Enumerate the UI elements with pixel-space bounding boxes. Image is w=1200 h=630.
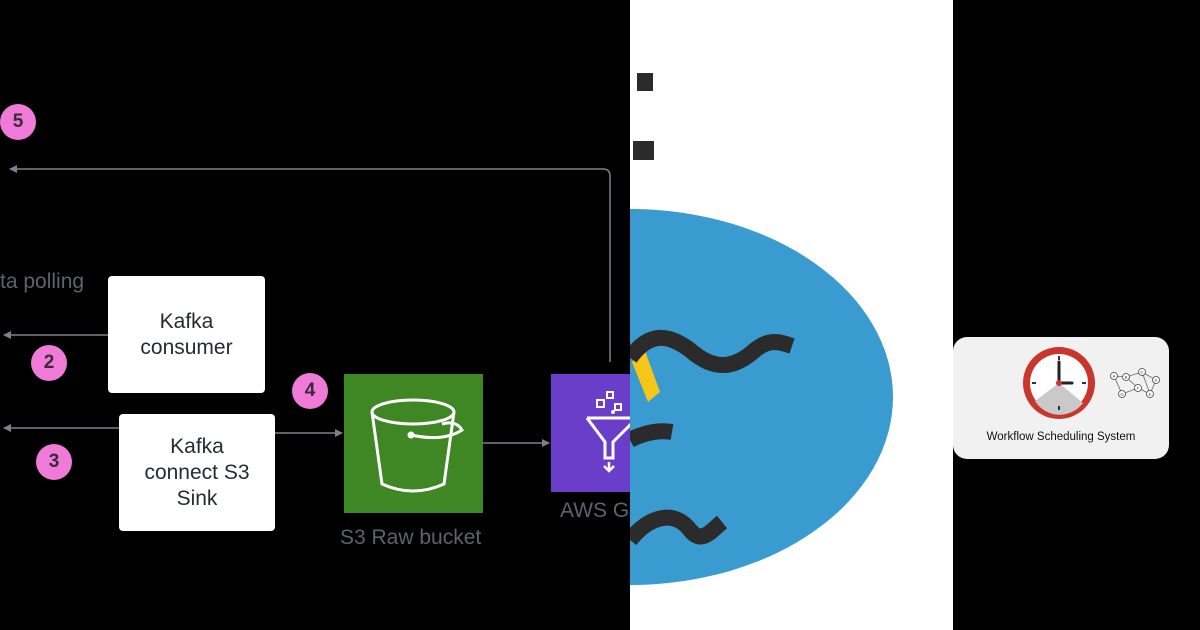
step-badge-2: 2 bbox=[31, 345, 67, 381]
polling-label: ta polling bbox=[0, 270, 85, 293]
workflow-scheduling-label: Workflow Scheduling System bbox=[986, 431, 1136, 443]
s3-bucket-icon bbox=[370, 398, 465, 493]
aws-glue-caption: AWS G bbox=[560, 499, 630, 522]
connector-arrows bbox=[3, 165, 611, 447]
glue-funnel-icon bbox=[585, 391, 630, 473]
step-badge-5: 5 bbox=[0, 104, 36, 140]
step-badge-3: 3 bbox=[36, 444, 72, 480]
kafka-connect-s3-sink-box: Kafka connect S3 Sink bbox=[119, 414, 275, 531]
graph-node-e: E bbox=[1149, 392, 1152, 397]
step-badge-4: 4 bbox=[292, 373, 328, 409]
architecture-diagram: 5 2 3 4 ta polling Kafka consumer Kafka … bbox=[0, 104, 630, 549]
clock-icon bbox=[1023, 347, 1095, 419]
graph-node-f: F bbox=[1137, 386, 1140, 391]
square-mark-top bbox=[637, 73, 653, 91]
kafka-consumer-box: Kafka consumer bbox=[108, 276, 265, 393]
graph-node-d: D bbox=[1155, 378, 1158, 383]
graph-node-a: A bbox=[1113, 374, 1116, 379]
workflow-scheduling-card: A B C D E F G Workflow Scheduling System bbox=[953, 337, 1169, 459]
s3-raw-bucket-caption: S3 Raw bucket bbox=[340, 526, 482, 549]
graph-node-g: G bbox=[1120, 392, 1123, 397]
aws-glue-tile bbox=[551, 374, 630, 492]
s3-raw-bucket-tile bbox=[344, 374, 483, 513]
illustration-panel bbox=[630, 0, 953, 630]
square-mark-bottom bbox=[633, 141, 654, 160]
workflow-graph-icon: A B C D E F G bbox=[1110, 368, 1160, 398]
blue-disc-illustration bbox=[630, 209, 893, 585]
arrow-glue-to-top bbox=[9, 165, 611, 362]
graph-node-c: C bbox=[1141, 370, 1144, 375]
graph-node-b: B bbox=[1125, 375, 1128, 380]
workflow-panel: A B C D E F G Workflow Scheduling System bbox=[953, 0, 1200, 630]
